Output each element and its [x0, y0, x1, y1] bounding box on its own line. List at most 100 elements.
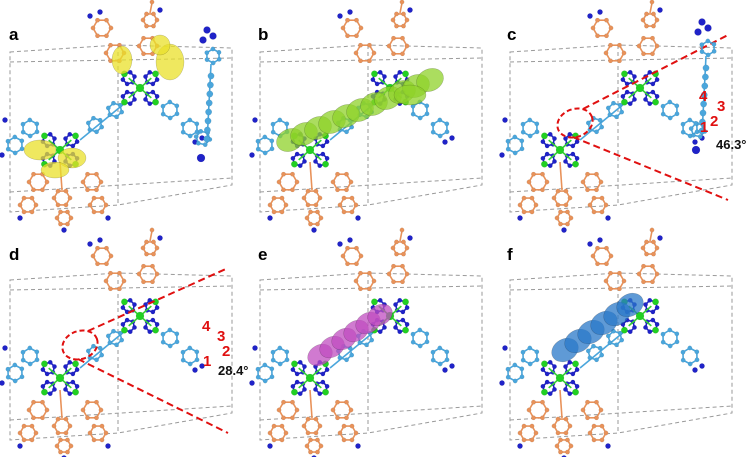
atom	[340, 25, 346, 31]
atom	[632, 325, 637, 330]
atom	[151, 239, 156, 245]
atom	[294, 379, 300, 385]
atom	[417, 343, 423, 349]
atom	[547, 131, 553, 137]
atom	[617, 330, 623, 336]
atom	[358, 58, 363, 64]
atom	[120, 321, 126, 327]
atom	[40, 187, 45, 193]
atom	[320, 143, 326, 149]
atom	[313, 387, 318, 392]
atom	[114, 114, 119, 120]
inset-d-number-4: 4	[202, 318, 211, 335]
cell-edge	[259, 177, 483, 193]
atom	[358, 42, 363, 48]
atom	[604, 17, 609, 23]
atom	[541, 360, 548, 368]
atom	[320, 379, 326, 385]
atom	[552, 387, 557, 392]
mof-structure-b	[249, 0, 455, 233]
atom	[87, 241, 93, 247]
atom	[442, 139, 448, 145]
atom	[151, 251, 156, 257]
atom	[305, 373, 315, 383]
atom	[252, 345, 258, 351]
atom	[657, 7, 663, 13]
atom	[697, 134, 703, 140]
atom	[647, 329, 653, 335]
atom	[619, 337, 625, 343]
atom	[341, 209, 347, 215]
atom	[680, 349, 686, 355]
atom	[297, 391, 303, 397]
atom	[407, 7, 413, 13]
atom	[337, 430, 343, 436]
atom	[430, 357, 436, 363]
atom	[617, 58, 622, 64]
inset-d-number-3: 3	[217, 328, 226, 345]
atom	[335, 171, 340, 177]
atom	[97, 237, 103, 243]
atom	[5, 374, 11, 380]
atom	[302, 364, 307, 369]
atom	[337, 241, 343, 247]
atom	[540, 383, 546, 389]
atom	[269, 366, 275, 372]
atom	[195, 140, 201, 146]
atom	[693, 120, 699, 126]
atom	[687, 117, 693, 123]
atom	[52, 387, 57, 392]
atom	[12, 378, 18, 384]
atom	[297, 359, 303, 365]
atom	[141, 35, 146, 41]
atom	[143, 325, 148, 330]
atom	[97, 345, 103, 351]
atom	[141, 263, 146, 269]
atom	[591, 209, 597, 215]
atom	[150, 89, 156, 95]
atom	[34, 121, 40, 127]
atom	[400, 51, 405, 57]
atom	[204, 50, 210, 56]
atom	[355, 215, 361, 221]
atom	[2, 117, 8, 123]
atom	[437, 133, 443, 139]
atom	[72, 388, 79, 396]
bond	[79, 102, 126, 141]
atom	[141, 51, 146, 57]
atom	[58, 221, 63, 227]
atom	[541, 388, 548, 396]
atom	[505, 366, 511, 372]
atom	[108, 286, 113, 292]
atom	[400, 279, 405, 285]
atom	[313, 159, 318, 164]
atom	[680, 121, 686, 127]
cell-edge	[9, 57, 233, 63]
atom	[103, 278, 109, 284]
atom	[404, 321, 410, 327]
atom	[558, 449, 563, 455]
atom	[519, 374, 525, 380]
atom	[203, 26, 211, 34]
bond	[559, 161, 563, 191]
atom	[357, 340, 363, 346]
atom	[502, 345, 508, 351]
atom	[654, 93, 660, 99]
atom	[705, 52, 711, 58]
atom	[315, 221, 320, 227]
bond	[59, 389, 63, 419]
atom	[160, 339, 166, 345]
atom	[167, 343, 173, 349]
atom	[644, 11, 649, 17]
atom	[541, 160, 548, 168]
atom	[85, 120, 91, 126]
atom	[567, 131, 573, 137]
atom	[540, 139, 546, 145]
atom	[63, 136, 68, 141]
atom	[34, 129, 40, 135]
atom	[144, 11, 149, 17]
atom	[534, 129, 540, 135]
atom	[699, 118, 706, 126]
atom	[98, 179, 104, 185]
